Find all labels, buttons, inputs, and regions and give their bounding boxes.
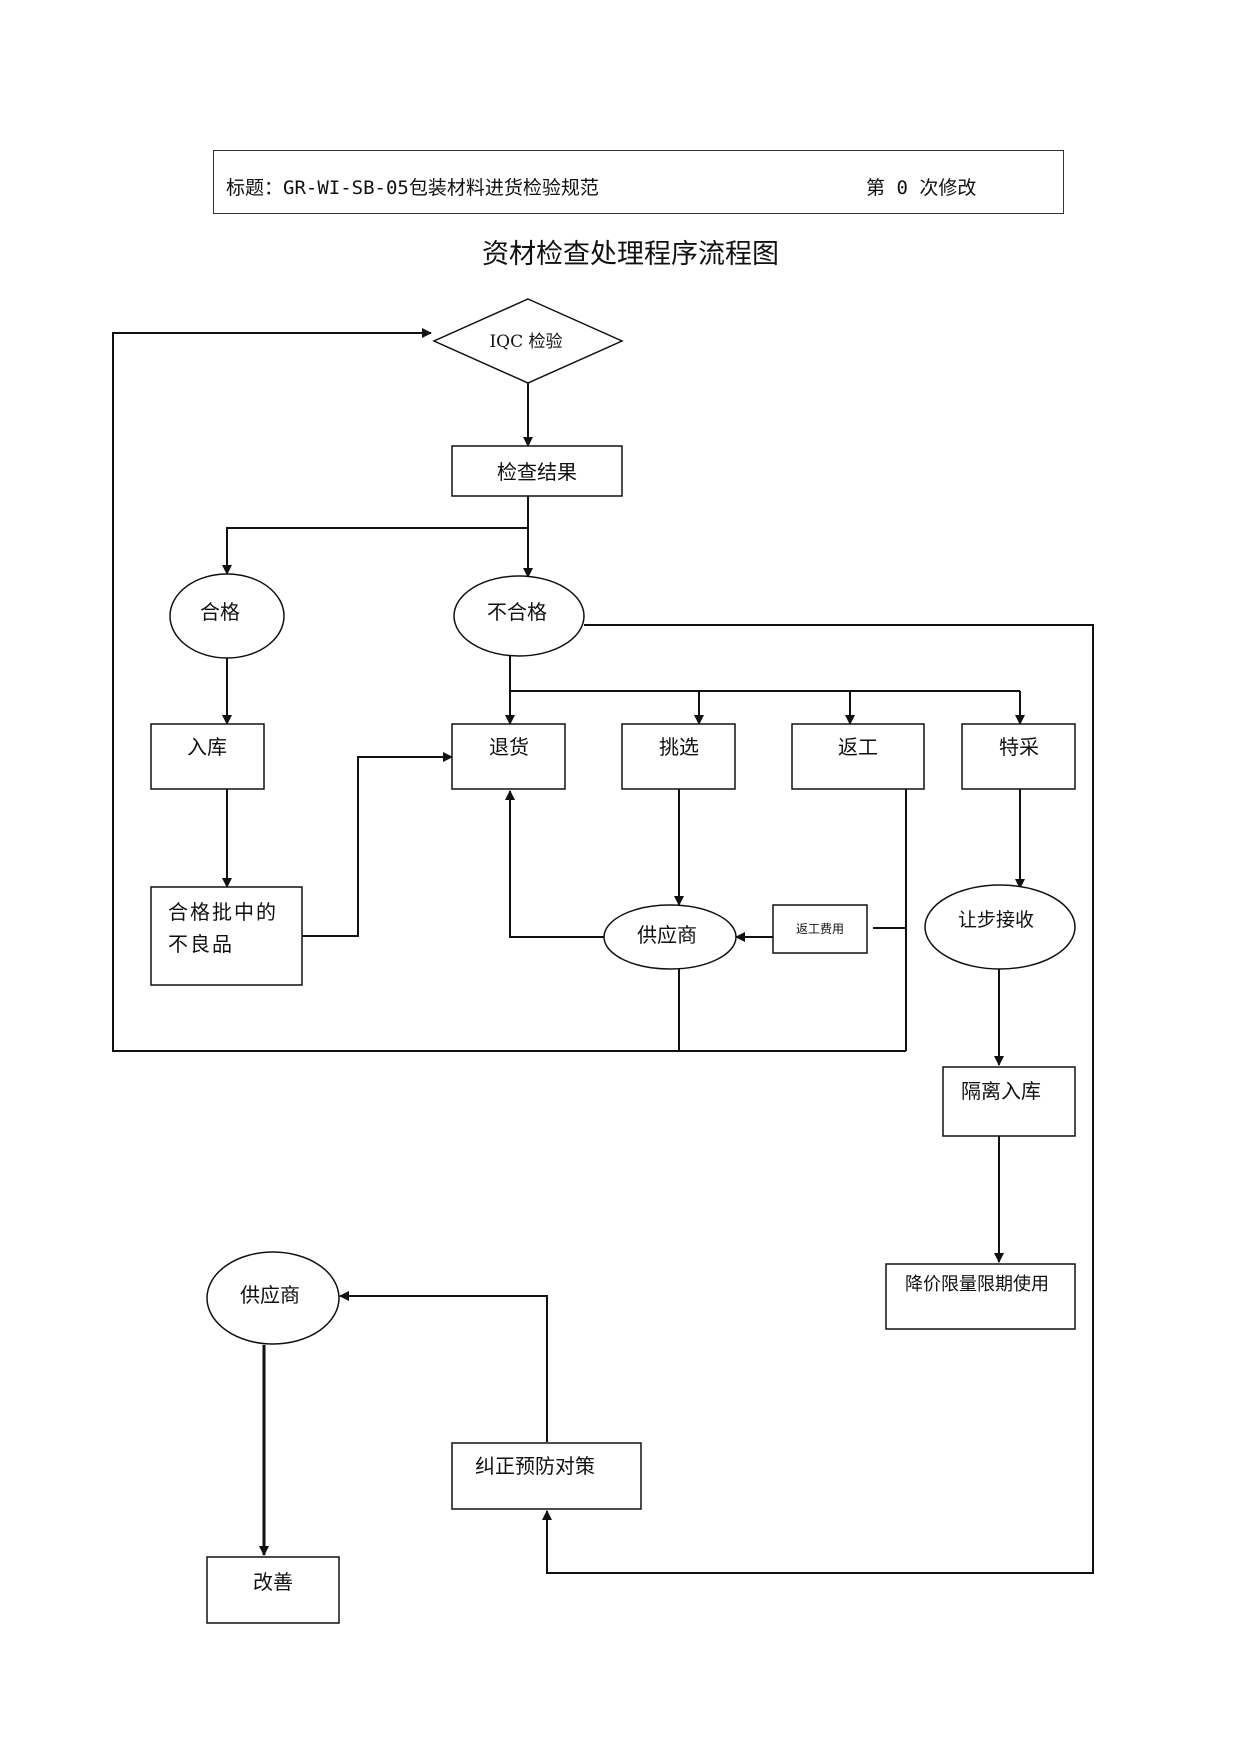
label-supplier2: 供应商 — [240, 1283, 300, 1307]
node-pass-ellipse — [169, 573, 285, 659]
label-special: 特采 — [999, 735, 1039, 759]
label-concession: 让步接收 — [958, 909, 1034, 931]
label-defect-line1: 合格批中的 — [168, 900, 278, 924]
node-iqc-diamond — [432, 298, 624, 384]
node-corrective-box — [451, 1442, 642, 1510]
node-fail-ellipse — [453, 575, 585, 657]
edge-defect-return — [302, 752, 453, 937]
node-special-box — [961, 723, 1076, 790]
label-store: 入库 — [187, 735, 227, 759]
label-isolate: 隔离入库 — [961, 1079, 1041, 1103]
node-improve-box — [206, 1556, 340, 1624]
edge-supplier-return — [505, 790, 604, 938]
node-rework-cost-box — [772, 904, 868, 954]
node-concession-ellipse — [924, 884, 1076, 970]
label-defect-line2: 不良品 — [168, 932, 234, 956]
label-result: 检查结果 — [497, 460, 577, 484]
node-result-box — [451, 445, 623, 497]
edge-result-pass — [222, 496, 529, 575]
edge-corrective-supplier — [339, 1291, 548, 1442]
diagram-title: 资材检查处理程序流程图 — [482, 239, 779, 270]
revision-label: 第 0 次修改 — [866, 177, 977, 199]
label-pass: 合格 — [200, 600, 240, 624]
label-rework: 返工 — [838, 735, 878, 759]
node-store-box — [150, 723, 265, 790]
label-downgrade: 降价限量限期使用 — [905, 1274, 1049, 1295]
node-pick-box — [621, 723, 736, 790]
node-return-box — [451, 723, 566, 790]
edge-fail-corrective — [542, 624, 1094, 1574]
shapes — [150, 298, 1076, 1624]
label-corrective: 纠正预防对策 — [475, 1454, 595, 1478]
document-header: 标题：GR-WI-SB-05包装材料进货检验规范 第 0 次修改 — [213, 150, 1064, 214]
edge-loop-iqc — [112, 328, 906, 1052]
node-isolate-box — [942, 1066, 1076, 1137]
label-improve: 改善 — [253, 1570, 293, 1594]
node-downgrade-box — [885, 1263, 1076, 1330]
connectors — [112, 328, 1094, 1574]
label-iqc: IQC 检验 — [489, 332, 562, 352]
label-return: 退货 — [489, 735, 529, 759]
label-fail: 不合格 — [487, 600, 547, 624]
node-supplier2-ellipse — [206, 1251, 340, 1345]
document-title: 标题：GR-WI-SB-05包装材料进货检验规范 — [226, 177, 599, 199]
label-supplier: 供应商 — [637, 923, 697, 947]
label-rework-cost: 返工费用 — [796, 922, 844, 936]
labels: IQC 检验 检查结果 合格 不合格 入库 合格批中的 不良品 退货 挑选 返工… — [168, 332, 1049, 1594]
node-supplier-ellipse — [603, 904, 737, 970]
node-rework-box — [791, 723, 925, 790]
node-defect-box — [150, 886, 303, 986]
label-pick: 挑选 — [659, 735, 699, 759]
